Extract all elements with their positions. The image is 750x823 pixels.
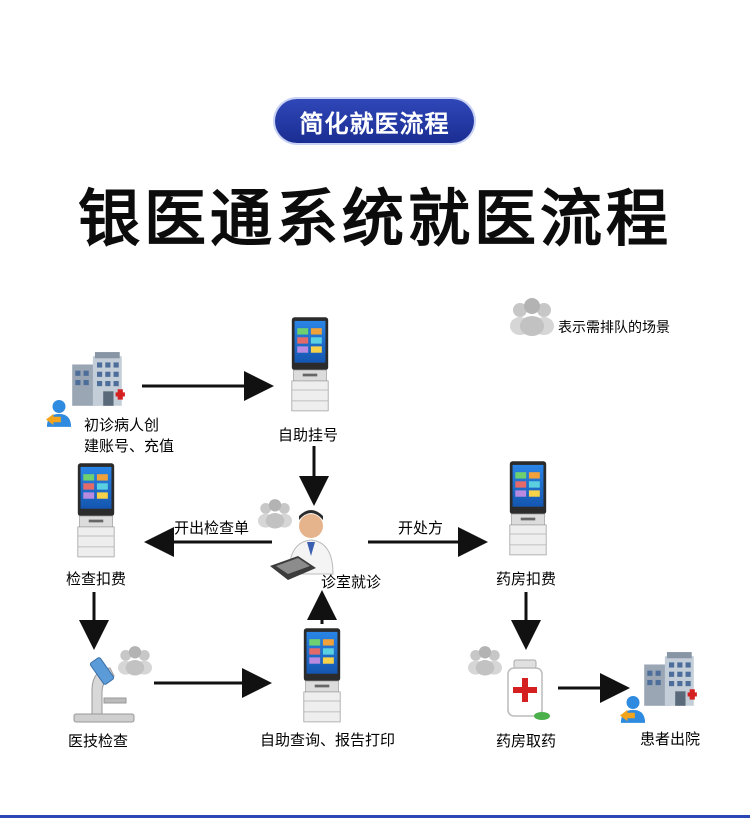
lab-exam-label: 医技检查 xyxy=(68,732,128,750)
legend-text: 表示需排队的场景 xyxy=(558,320,670,336)
flow-arrows xyxy=(79,371,630,703)
register-label-line1: 初诊病人创 xyxy=(84,416,159,434)
exam-pay-label: 检查扣费 xyxy=(66,570,126,588)
node-register: 初诊病人创 建账号、充值 xyxy=(46,352,174,455)
medicine-bottle-icon xyxy=(507,659,550,720)
node-lab-exam: 医技检查 xyxy=(68,646,152,750)
discharge-label: 患者出院 xyxy=(640,730,700,748)
edge-label-prescribe: 开处方 xyxy=(398,519,443,537)
self-register-label: 自助挂号 xyxy=(278,426,338,444)
node-self-register: 自助挂号 xyxy=(278,316,338,444)
crowd-icon xyxy=(468,646,502,676)
edge-label-issue-exam: 开出检查单 xyxy=(174,519,249,537)
hospital-building-icon xyxy=(72,352,125,406)
node-consultation: 诊室就诊 xyxy=(258,499,381,591)
crowd-icon xyxy=(510,298,554,336)
pharmacy-pay-label: 药房扣费 xyxy=(496,570,556,588)
node-pharmacy-pay: 药房扣费 xyxy=(496,460,556,588)
bottom-divider xyxy=(0,815,750,818)
node-pharmacy-pickup: 药房取药 xyxy=(468,646,556,750)
node-exam-pay: 检查扣费 xyxy=(66,462,126,588)
microscope-icon xyxy=(73,657,135,723)
person-icon xyxy=(620,696,646,723)
hospital-building-icon xyxy=(644,652,697,706)
register-label-line2: 建账号、充值 xyxy=(84,437,174,455)
doctor-icon xyxy=(270,510,334,580)
kiosk-icon xyxy=(77,462,115,558)
page-title: 银医通系统就医流程 xyxy=(77,182,672,255)
badge-text: 简化就医流程 xyxy=(299,109,450,138)
pharmacy-pickup-label: 药房取药 xyxy=(496,732,556,750)
person-icon xyxy=(46,400,72,427)
kiosk-icon xyxy=(291,316,329,412)
self-query-label: 自助查询、报告打印 xyxy=(260,731,395,749)
kiosk-icon xyxy=(509,460,547,556)
node-self-query: 自助查询、报告打印 xyxy=(260,627,395,749)
node-discharge: 患者出院 xyxy=(620,652,700,748)
crowd-icon xyxy=(258,499,292,529)
section-badge: 简化就医流程 xyxy=(275,99,474,143)
crowd-icon xyxy=(118,646,152,676)
kiosk-icon xyxy=(303,627,341,723)
consultation-label: 诊室就诊 xyxy=(321,573,381,591)
